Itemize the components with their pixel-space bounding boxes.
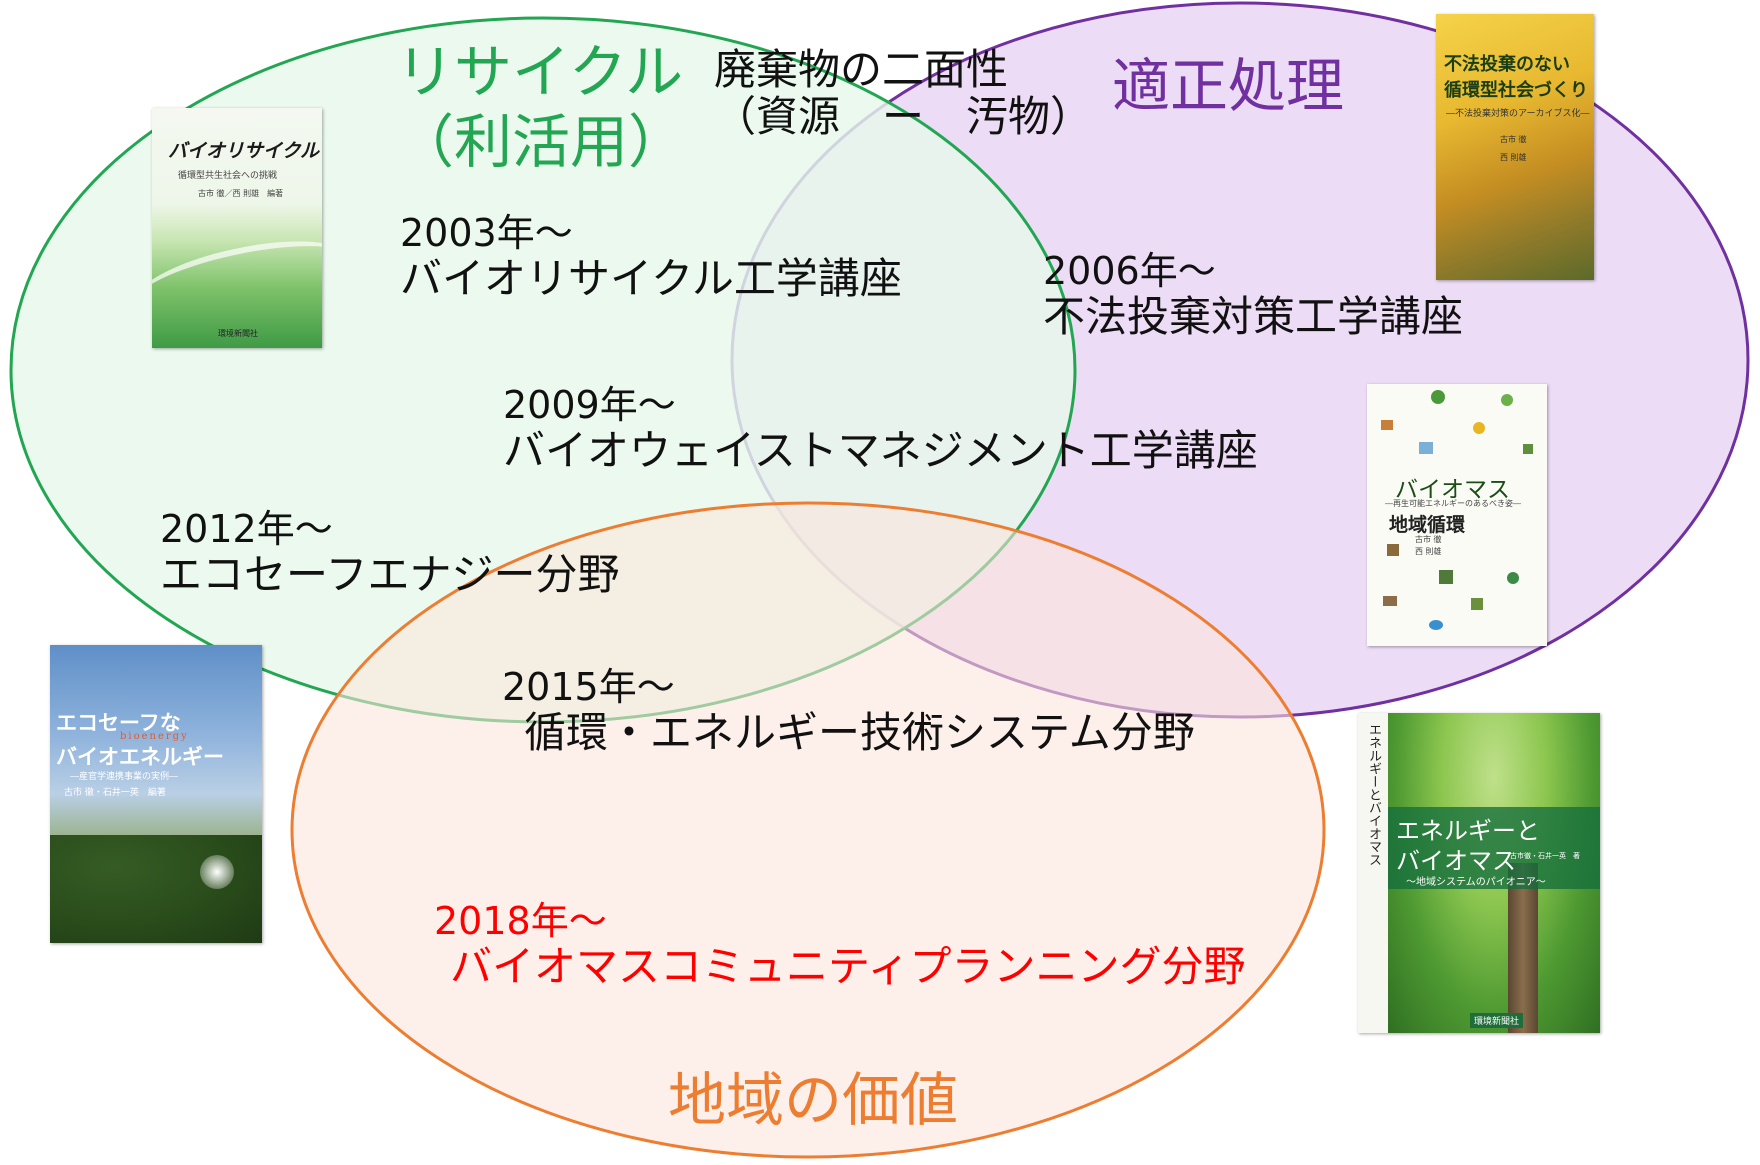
book-spine: エネルギーとバイオマス — [1358, 713, 1389, 1033]
photo-thumbnails — [1367, 384, 1547, 646]
recycle-label-line2: （利活用） — [396, 107, 687, 176]
entry-2015: 2015年～ 循環・エネルギー技術システム分野 — [502, 666, 1195, 756]
book-cover-energy-biomass: エネルギーとバイオマス エネルギーと バイオマス 古市徹・石井一英 著 ～地域シ… — [1358, 713, 1600, 1033]
book-title-line1: 不法投棄のない — [1444, 54, 1570, 75]
book-authors: 古市 徹／西 則雄 編著 — [198, 189, 284, 198]
green-swirl-graphic — [152, 225, 322, 337]
book-cover-bio-recycle: バイオリサイクル 循環型共生社会への挑戦 古市 徹／西 則雄 編著 環境新聞社 — [152, 108, 322, 348]
book-authors: 古市徹・石井一英 著 — [1510, 852, 1580, 860]
book-authors: 古市 徹・石井一英 編著 — [64, 788, 166, 798]
entry-name: 不法投棄対策工学講座 — [1043, 291, 1464, 341]
book-title-line2: バイオマス — [1396, 847, 1516, 875]
sun-glare — [200, 855, 234, 889]
entry-name: エコセーフエナジー分野 — [160, 549, 620, 599]
book-subtitle: 循環型共生社会への挑戦 — [178, 171, 278, 181]
regional-value-label: 地域の価値 — [668, 1066, 959, 1134]
entry-year: 2006年～ — [1043, 249, 1216, 293]
center-title: 廃棄物の二面性 （資源 ー 汚物） — [714, 46, 1092, 140]
entry-year: 2009年～ — [503, 383, 676, 427]
book-title-line2: バイオエネルギー — [56, 744, 224, 769]
entry-2006: 2006年～ 不法投棄対策工学講座 — [1043, 250, 1463, 340]
spine-title: エネルギーとバイオマス — [1366, 723, 1381, 866]
circle-regional-value — [290, 501, 1326, 1159]
book-title: バイオリサイクル — [168, 140, 320, 162]
entry-2003: 2003年～ バイオリサイクル工学講座 — [400, 212, 902, 302]
proper-disposal-label: 適正処理 — [1112, 52, 1345, 120]
entry-name: バイオマスコミュニティプランニング分野 — [450, 941, 1246, 991]
center-title-line2: （資源 ー 汚物） — [714, 92, 1093, 142]
entry-year: 2015年～ — [502, 665, 675, 709]
entry-2018: 2018年～ バイオマスコミュニティプランニング分野 — [434, 900, 1245, 990]
center-title-line1: 廃棄物の二面性 — [714, 45, 1009, 94]
entry-2012: 2012年～ エコセーフエナジー分野 — [160, 508, 619, 598]
book-subtitle: ―不法投棄対策のアーカイブス化― — [1446, 109, 1590, 119]
book-title-line2: 循環型社会づくり — [1444, 80, 1588, 101]
book-publisher: 環境新聞社 — [218, 329, 258, 338]
book-cover-biomass-region: バイオマス ―再生可能エネルギーのあるべき姿― 地域循環 古市 徹 西 則雄 — [1367, 384, 1547, 646]
book-cover-illegal-dumping: 不法投棄のない 循環型社会づくり ―不法投棄対策のアーカイブス化― 古市 徹 西… — [1436, 14, 1594, 280]
book-authors: 古市 徹 — [1415, 535, 1442, 544]
book-authors: 古市 徹 — [1500, 135, 1527, 144]
recycle-label: リサイクル （利活用） — [396, 38, 686, 177]
entry-name: 循環・エネルギー技術システム分野 — [524, 707, 1195, 757]
tree-silhouettes — [50, 835, 262, 943]
entry-2009: 2009年～ バイオウェイストマネジメント工学講座 — [503, 384, 1258, 474]
book-subtitle: ―産官学連携事業の実例― — [70, 772, 179, 782]
book-cover-ecosafe-bioenergy: エコセーフな bioenergy バイオエネルギー ―産官学連携事業の実例― 古… — [50, 645, 262, 943]
book-accent: bioenergy — [120, 731, 189, 742]
book-publisher: 環境新聞社 — [1470, 1013, 1524, 1028]
book-subtitle: ～地域システムのパイオニア～ — [1406, 877, 1546, 888]
book-editor: 西 則雄 — [1500, 153, 1527, 162]
title-band — [1388, 807, 1600, 889]
entry-year: 2018年～ — [434, 899, 607, 943]
entry-name: バイオウェイストマネジメント工学講座 — [503, 425, 1258, 475]
book-title-line1: エコセーフな — [56, 710, 181, 735]
entry-year: 2012年～ — [160, 507, 333, 551]
book-title-line1: エネルギーと — [1396, 817, 1540, 845]
entry-year: 2003年～ — [400, 211, 573, 255]
book-title-line2: 地域循環 — [1389, 514, 1466, 536]
entry-name: バイオリサイクル工学講座 — [400, 253, 902, 303]
tree-trunk — [1508, 863, 1538, 1033]
book-subtitle: ―再生可能エネルギーのあるべき姿― — [1385, 499, 1521, 508]
recycle-label-line1: リサイクル — [396, 38, 684, 106]
book-editor: 西 則雄 — [1415, 547, 1442, 556]
book-title-line1: バイオマス — [1395, 477, 1510, 503]
